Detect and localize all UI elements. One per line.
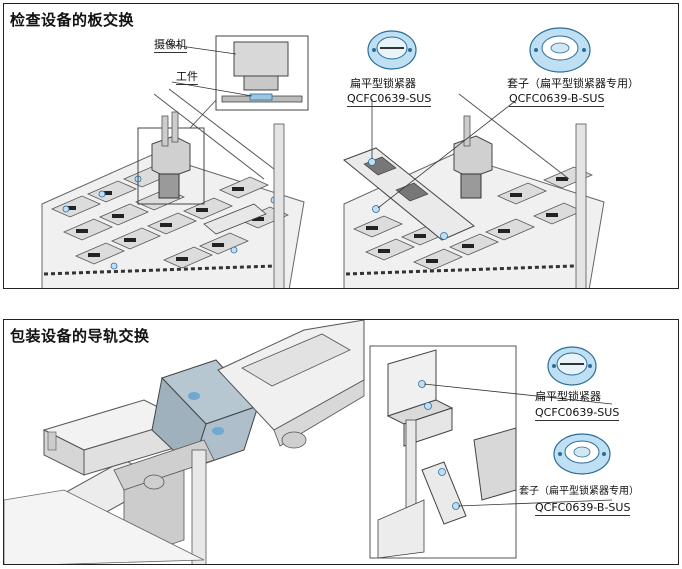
flat-lock-icon (367, 30, 417, 70)
flat-lock-code: QCFC0639-SUS (347, 92, 432, 107)
right-conveyor (343, 93, 605, 288)
rail-detail-inset (369, 345, 613, 559)
camera-detail-inset (165, 35, 309, 111)
panel-packaging-rail-exchange: 包装设备的导轨交换 (3, 319, 679, 565)
flat-lock-name: 扁平型锁紧器 (350, 77, 416, 90)
panel-inspection-plate-exchange: 检查设备的板交换 (3, 3, 679, 289)
flat-lock-icon-bottom (547, 346, 597, 386)
flat-lock-name-bottom: 扁平型锁紧器 (535, 390, 601, 403)
panel-title-packaging: 包装设备的导轨交换 (10, 327, 150, 345)
camera-label: 摄像机 (154, 38, 187, 53)
flat-lock-code-bottom: QCFC0639-SUS (535, 406, 620, 421)
packaging-machine (4, 320, 365, 564)
sleeve-lock-code-bottom: QCFC0639-B-SUS (535, 501, 631, 516)
sleeve-lock-icon-bottom (553, 433, 611, 475)
inspection-illustration (41, 27, 605, 288)
sleeve-lock-name: 套子（扁平型锁紧器专用） (507, 77, 639, 90)
sleeve-lock-icon (529, 27, 591, 73)
sleeve-lock-name-bottom: 套子（扁平型锁紧器专用） (519, 486, 639, 497)
workpiece-label: 工件 (176, 70, 198, 85)
panel-title-inspection: 检查设备的板交换 (10, 11, 135, 29)
left-conveyor (41, 88, 305, 288)
packaging-illustration (4, 320, 613, 564)
sleeve-lock-code: QCFC0639-B-SUS (509, 92, 605, 107)
